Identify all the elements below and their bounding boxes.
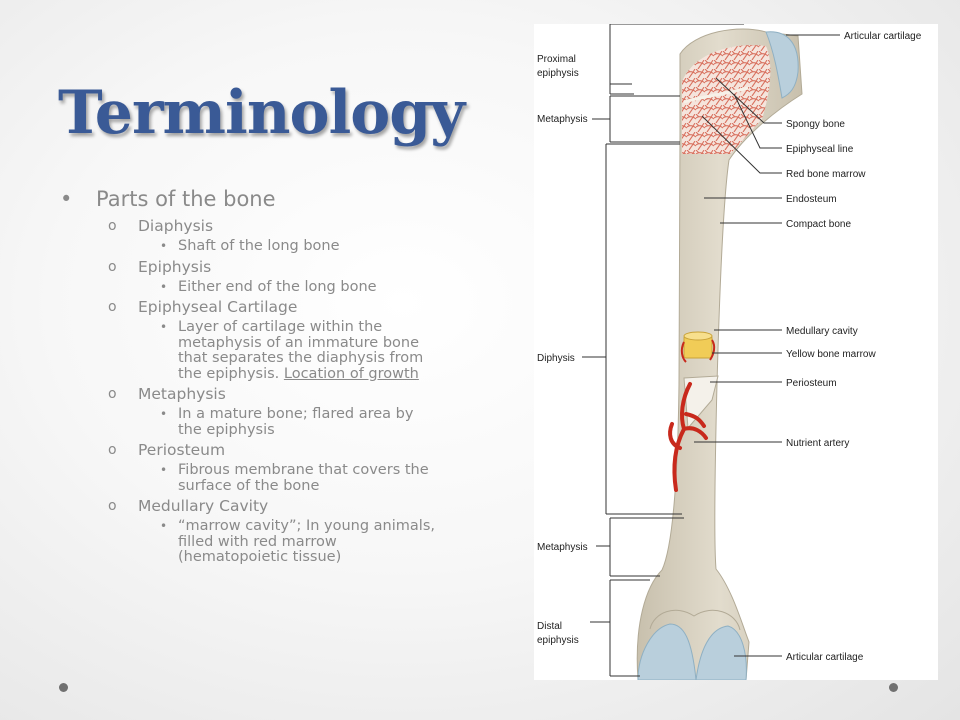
bracket-metaphysis-bottom — [596, 517, 684, 577]
term-periosteum: Periosteum — [58, 441, 508, 460]
def-medullary-line-3: (hematopoietic tissue) — [178, 549, 342, 565]
slide-decoration-dot-left — [59, 683, 68, 692]
label-compact-bone: Compact bone — [786, 219, 851, 230]
long-bone-svg: Proximal epiphysis Metaphysis Diphysis M… — [537, 24, 922, 680]
location-of-growth: Location of growth — [283, 365, 419, 382]
label-nutrient-artery: Nutrient artery — [786, 438, 849, 449]
line-red-marrow — [701, 115, 782, 174]
artery-at-marrow — [680, 339, 716, 363]
bracket-diphysis — [582, 143, 682, 515]
label-distal-1: Distal — [537, 621, 562, 632]
def-ec-line-3: that separates the diaphysis from — [178, 350, 424, 366]
label-diphysis: Diphysis — [537, 353, 575, 364]
def-epiphyseal-cartilage: Layer of cartilage within the metaphysis… — [58, 319, 508, 382]
label-articular-cartilage-bottom: Articular cartilage — [786, 652, 864, 663]
def-periosteum-line-2: surface of the bone — [178, 477, 320, 494]
term-epiphysis: Epiphysis — [58, 258, 508, 277]
def-ec-line-4a: the epiphysis. — [178, 365, 280, 382]
label-yellow-bone-marrow: Yellow bone marrow — [786, 349, 876, 360]
term-metaphysis: Metaphysis — [58, 385, 508, 404]
left-labels: Proximal epiphysis Metaphysis Diphysis M… — [537, 54, 588, 646]
terminology-outline: Parts of the bone Diaphysis Shaft of the… — [58, 185, 508, 569]
def-periosteum-line-1: Fibrous membrane that covers the — [178, 462, 429, 478]
label-proximal-1: Proximal — [537, 54, 576, 65]
label-distal-2: epiphysis — [537, 635, 579, 646]
term-medullary-cavity: Medullary Cavity — [58, 497, 508, 516]
label-proximal-2: epiphysis — [537, 68, 579, 79]
callout-lines — [694, 34, 840, 657]
bracket-metaphysis-top — [592, 95, 680, 143]
proximal-spongy-bone — [682, 45, 771, 154]
right-labels: Articular cartilage Spongy bone Epiphyse… — [786, 31, 922, 663]
def-medullary-cavity: “marrow cavity”; In young animals, fille… — [58, 518, 508, 566]
bone-illustration — [636, 28, 803, 680]
label-metaphysis-bottom: Metaphysis — [537, 542, 588, 553]
slide-title: Terminology — [58, 78, 465, 148]
def-epiphysis-text: Either end of the long bone — [178, 278, 377, 295]
def-metaphysis: In a mature bone; flared area by the epi… — [58, 406, 508, 438]
def-ec-line-1: Layer of cartilage within the — [178, 319, 383, 335]
label-epiphyseal-line: Epiphyseal line — [786, 144, 854, 155]
outline-heading: Parts of the bone — [58, 185, 508, 213]
line-epiphyseal — [733, 93, 782, 149]
nutrient-artery — [668, 382, 708, 492]
articular-cartilage-bottom — [637, 623, 747, 680]
def-diaphysis: Shaft of the long bone — [58, 238, 508, 255]
label-articular-cartilage-top: Articular cartilage — [844, 31, 922, 42]
epiphyseal-line — [683, 86, 749, 104]
articular-cartilage-top — [765, 31, 799, 99]
label-metaphysis-top: Metaphysis — [537, 114, 588, 125]
def-epiphysis: Either end of the long bone — [58, 278, 508, 296]
region-brackets — [582, 24, 744, 677]
cutaway-section — [668, 331, 719, 492]
def-periosteum: Fibrous membrane that covers the surface… — [58, 462, 508, 494]
bracket-distal-epiphysis — [590, 579, 650, 677]
line-spongy-bone — [715, 77, 782, 124]
slide-decoration-dot-right — [889, 683, 898, 692]
distal-condyles — [649, 609, 741, 631]
def-metaphysis-line-2: the epiphysis — [178, 421, 275, 438]
def-ec-line-2: metaphysis of an immature bone — [178, 334, 420, 351]
def-metaphysis-line-1: In a mature bone; flared area by — [178, 406, 414, 422]
yellow-bone-marrow-top — [683, 331, 713, 341]
term-epiphyseal-cartilage: Epiphyseal Cartilage — [58, 298, 508, 317]
term-diaphysis: Diaphysis — [58, 217, 508, 236]
def-medullary-line-1: “marrow cavity”; In young animals, — [178, 518, 435, 534]
def-diaphysis-text: Shaft of the long bone — [178, 238, 340, 254]
label-spongy-bone: Spongy bone — [786, 119, 845, 130]
label-medullary-cavity: Medullary cavity — [786, 326, 858, 337]
label-red-bone-marrow: Red bone marrow — [786, 169, 866, 180]
long-bone-diagram: Proximal epiphysis Metaphysis Diphysis M… — [534, 24, 938, 680]
label-periosteum: Periosteum — [786, 378, 837, 389]
bracket-proximal-epiphysis — [609, 24, 744, 95]
bone-outline — [636, 28, 803, 680]
def-medullary-line-2: filled with red marrow — [178, 533, 337, 550]
label-endosteum: Endosteum — [786, 194, 837, 205]
